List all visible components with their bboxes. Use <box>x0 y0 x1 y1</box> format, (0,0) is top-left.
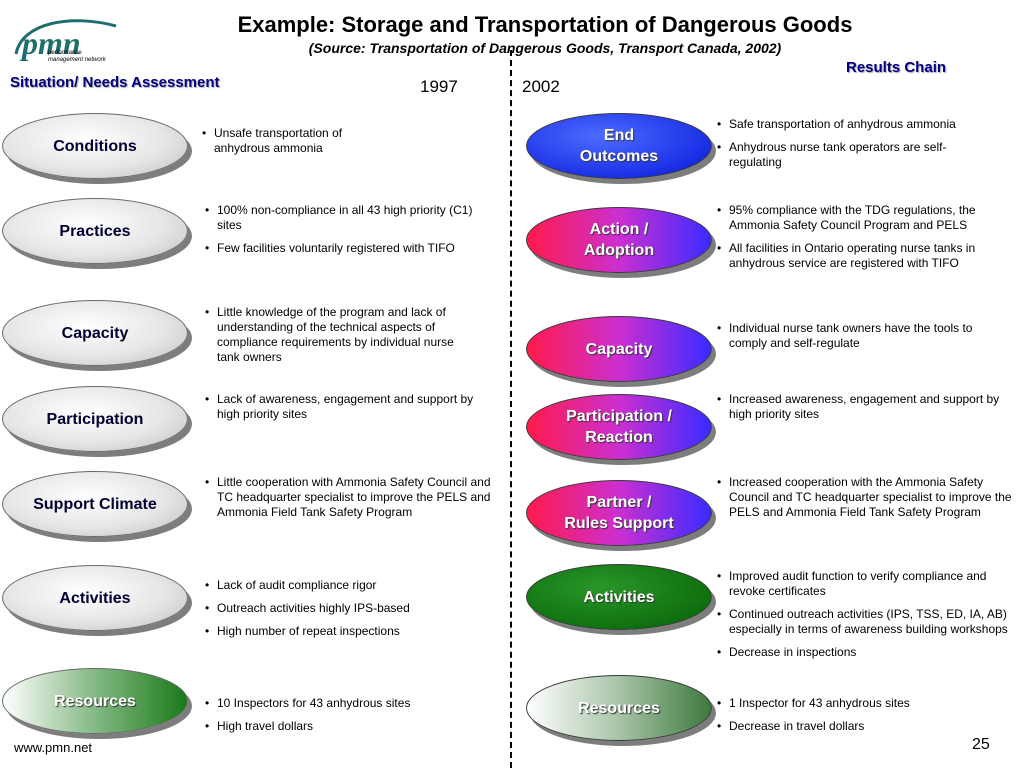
oval-activities: Activities <box>2 565 188 631</box>
oval-label: Activities <box>59 589 131 607</box>
oval-label-line-2: Adoption <box>583 242 655 259</box>
situation-conditions-list: Unsafe transportation of anhydrous ammon… <box>200 126 370 164</box>
results-partner-list: Increased cooperation with the Ammonia S… <box>715 475 1015 528</box>
oval-capacity-result: Capacity <box>526 316 712 382</box>
list-item: Safe transportation of anhydrous ammonia <box>715 117 995 132</box>
oval-label: Resources <box>54 692 136 710</box>
logo-tagline-line-1: performance <box>48 50 82 56</box>
results-chain-heading: Results Chain <box>846 59 947 76</box>
year-2002: 2002 <box>522 77 560 96</box>
list-item: Little cooperation with Ammonia Safety C… <box>203 475 499 520</box>
logo-tagline: performance management network <box>48 50 106 64</box>
situation-resources-list: 10 Inspectors for 43 anhydrous sites Hig… <box>203 696 493 742</box>
oval-support-climate: Support Climate <box>2 471 188 537</box>
oval-label-line-1: Partner / <box>586 494 652 511</box>
results-action-adoption-list: 95% compliance with the TDG regulations,… <box>715 203 1005 279</box>
list-item: 1 Inspector for 43 anhydrous sites <box>715 696 1005 711</box>
oval-resources-result: Resources <box>526 675 712 741</box>
oval-participation-reaction: Participation / Reaction <box>526 394 712 460</box>
list-item: Continued outreach activities (IPS, TSS,… <box>715 607 1015 637</box>
situation-support-climate-list: Little cooperation with Ammonia Safety C… <box>203 475 499 528</box>
year-1997: 1997 <box>420 77 458 96</box>
situation-practices-list: 100% non-compliance in all 43 high prior… <box>203 203 473 264</box>
list-item: High travel dollars <box>203 719 493 734</box>
oval-partner-rules-support: Partner / Rules Support <box>526 480 712 546</box>
logo-text: pmn <box>19 25 81 61</box>
oval-label: Practices <box>59 222 131 240</box>
logo-tagline-line-2: management network <box>48 57 106 63</box>
oval-conditions: Conditions <box>2 113 188 179</box>
results-resources-list: 1 Inspector for 43 anhydrous sites Decre… <box>715 696 1005 742</box>
list-item: All facilities in Ontario operating nurs… <box>715 241 1005 271</box>
list-item: Decrease in travel dollars <box>715 719 1005 734</box>
list-item: Lack of awareness, engagement and suppor… <box>203 392 499 422</box>
oval-label: Capacity <box>61 324 129 342</box>
list-item: 95% compliance with the TDG regulations,… <box>715 203 1005 233</box>
oval-label: Support Climate <box>33 495 157 513</box>
page-number: 25 <box>972 736 990 753</box>
list-item: 100% non-compliance in all 43 high prior… <box>203 203 473 233</box>
slide-title: Example: Storage and Transportation of D… <box>237 12 853 37</box>
list-item: Anhydrous nurse tank operators are self-… <box>715 140 995 170</box>
situation-capacity-list: Little knowledge of the program and lack… <box>203 305 473 373</box>
list-item: Decrease in inspections <box>715 645 1015 660</box>
oval-participation: Participation <box>2 386 188 452</box>
oval-resources: Resources <box>2 668 188 734</box>
list-item: Increased cooperation with the Ammonia S… <box>715 475 1015 520</box>
oval-capacity: Capacity <box>2 300 188 366</box>
slide-subtitle: (Source: Transportation of Dangerous Goo… <box>308 40 782 56</box>
pmn-logo: pmn <box>14 19 117 61</box>
oval-label-line-2: Reaction <box>585 429 653 446</box>
list-item: Individual nurse tank owners have the to… <box>715 321 1005 351</box>
dashed-divider <box>510 50 512 768</box>
list-item: Outreach activities highly IPS-based <box>203 601 493 616</box>
list-item: Little knowledge of the program and lack… <box>203 305 473 365</box>
oval-label: Conditions <box>53 137 137 155</box>
situation-participation-list: Lack of awareness, engagement and suppor… <box>203 392 499 430</box>
oval-label-line-2: Rules Support <box>564 515 674 532</box>
list-item: Lack of audit compliance rigor <box>203 578 493 593</box>
footer-url: www.pmn.net <box>14 740 93 755</box>
oval-activities-result: Activities <box>526 564 712 630</box>
oval-label: Capacity <box>585 340 653 358</box>
results-capacity-list: Individual nurse tank owners have the to… <box>715 321 1005 359</box>
oval-end-outcomes: End Outcomes <box>526 113 712 179</box>
oval-label: Activities <box>583 588 655 606</box>
results-participation-list: Increased awareness, engagement and supp… <box>715 392 1005 430</box>
oval-practices: Practices <box>2 198 188 264</box>
list-item: Few facilities voluntarily registered wi… <box>203 241 473 256</box>
list-item: Increased awareness, engagement and supp… <box>715 392 1005 422</box>
results-activities-list: Improved audit function to verify compli… <box>715 569 1015 668</box>
oval-label: Participation <box>46 410 144 428</box>
results-end-outcomes-list: Safe transportation of anhydrous ammonia… <box>715 117 995 178</box>
list-item: Unsafe transportation of anhydrous ammon… <box>200 126 370 156</box>
oval-label-line-1: End <box>603 127 635 144</box>
oval-action-adoption: Action / Adoption <box>526 207 712 273</box>
list-item: 10 Inspectors for 43 anhydrous sites <box>203 696 493 711</box>
list-item: High number of repeat inspections <box>203 624 493 639</box>
oval-label-line-1: Participation / <box>566 408 672 425</box>
oval-label-line-1: Action / <box>589 221 649 238</box>
oval-label: Resources <box>578 699 660 717</box>
situation-heading: Situation/ Needs Assessment <box>10 74 220 91</box>
situation-activities-list: Lack of audit compliance rigor Outreach … <box>203 578 493 647</box>
list-item: Improved audit function to verify compli… <box>715 569 1015 599</box>
oval-label-line-2: Outcomes <box>579 148 659 165</box>
